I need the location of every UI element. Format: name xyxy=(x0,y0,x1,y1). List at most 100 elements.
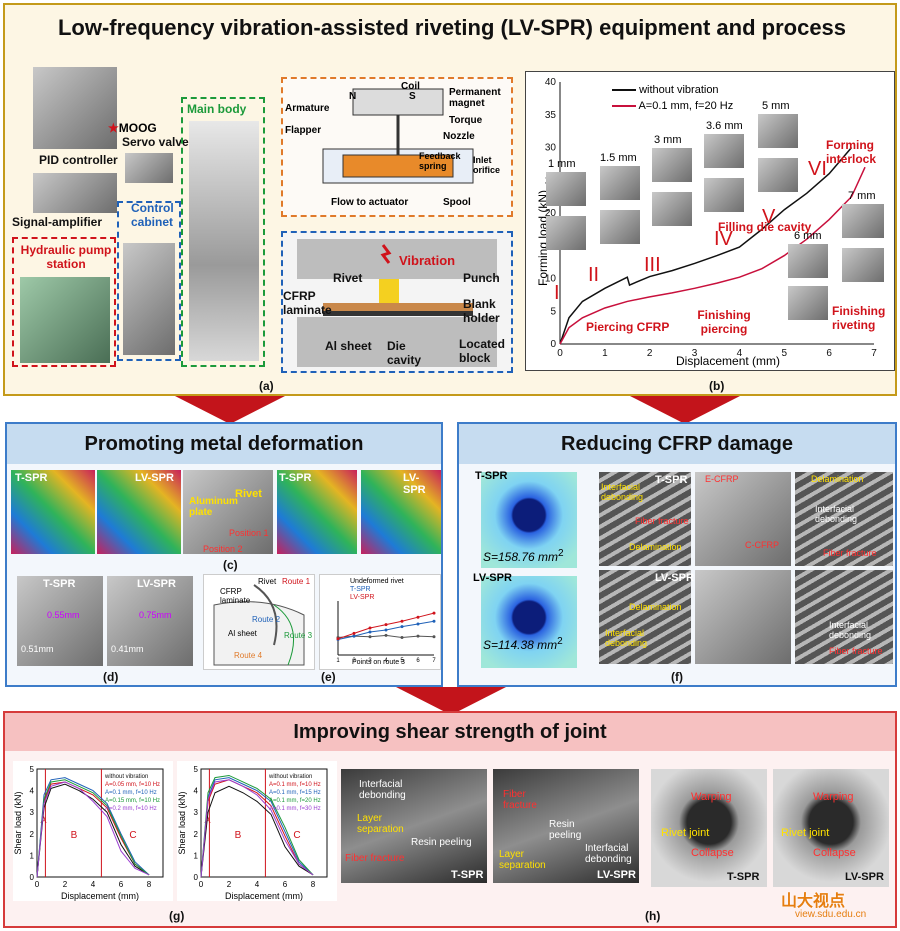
caption-a: (a) xyxy=(259,379,274,393)
section-lvspr-right xyxy=(795,570,893,664)
x-tick-label: 5 xyxy=(782,348,788,359)
sem2-label-5: LV-SPR xyxy=(597,869,636,881)
label-f-9: Delamination xyxy=(629,602,682,612)
label-spool: Spool xyxy=(443,197,471,208)
x-tick-label: 5 xyxy=(400,658,404,664)
inset-e1 xyxy=(758,114,798,148)
x-tick-label: 1 xyxy=(602,348,608,359)
section-tspr-left xyxy=(599,472,691,566)
inset-a1 xyxy=(546,172,586,206)
xlabel-hardness: Points on route 3 xyxy=(352,659,405,666)
photo-joint-lvspr xyxy=(773,769,889,887)
sem1-label-3: Resin peeling xyxy=(411,837,472,848)
inset-g2 xyxy=(842,248,884,282)
data-point xyxy=(384,628,388,632)
caption-e: (e) xyxy=(321,670,336,684)
label-route-2: Route 2 xyxy=(252,615,281,624)
inset-f1 xyxy=(788,244,828,278)
y-tick-label: 35 xyxy=(545,110,557,121)
inset-e2 xyxy=(758,158,798,192)
x-tick-label: 0 xyxy=(557,348,563,359)
x-tick-label: 1 xyxy=(336,658,340,664)
annotation-finishing-riveting: Finishing riveting xyxy=(832,304,886,332)
sem2-label-2: Resin peeling xyxy=(549,819,582,841)
annotation-piercing-cfrp: Piercing CFRP xyxy=(586,320,670,334)
label-route-3: Route 3 xyxy=(284,631,313,640)
y-tick-label: 0 xyxy=(30,873,35,882)
caption-g: (g) xyxy=(169,909,185,923)
inset-f2 xyxy=(788,286,828,320)
data-point xyxy=(416,622,420,626)
section-tspr-right xyxy=(795,472,893,566)
photo1-label-4: T-SPR xyxy=(727,871,760,883)
series-line-1 xyxy=(559,147,853,345)
label-tspr-c2: T-SPR xyxy=(279,472,312,484)
caption-c: (c) xyxy=(223,558,238,572)
panel-title-metal: Promoting metal deformation xyxy=(7,424,441,464)
panel-title-shear: Improving shear strength of joint xyxy=(5,713,895,751)
data-point xyxy=(368,630,372,634)
label-located-block: Located block xyxy=(459,337,506,365)
sem2-label-1: Fiber fracture xyxy=(503,789,537,811)
label-main-body: Main body xyxy=(187,102,247,116)
label-aluminum-plate: Aluminum plate xyxy=(189,496,238,518)
legend-entry: A=0.1 mm, f=15 Hz xyxy=(269,790,321,796)
label-inlet-orifice: Inlet orifice xyxy=(473,155,501,175)
region-label-b: B xyxy=(235,830,242,841)
label-blank-holder: Blank holder xyxy=(463,297,500,325)
photo2-label-4: LV-SPR xyxy=(845,871,884,883)
stage-3: III xyxy=(644,254,661,276)
y-tick-label: 2 xyxy=(194,830,199,839)
x-tick-label: 2 xyxy=(352,658,356,664)
section-lvspr-center xyxy=(695,570,791,664)
region-label-a: A xyxy=(41,815,47,825)
y-tick-label: 3 xyxy=(194,808,199,817)
tooling-drawing xyxy=(297,239,497,367)
x-tick-label: 6 xyxy=(283,880,288,889)
data-point xyxy=(352,631,356,635)
x-tick-label: 4 xyxy=(384,658,388,664)
data-point xyxy=(416,634,420,638)
arrow-down-right xyxy=(630,396,740,424)
x-tick-label: 6 xyxy=(119,880,124,889)
ebsd-lvspr-2 xyxy=(361,470,441,554)
data-point xyxy=(368,626,372,630)
label-armature: Armature xyxy=(285,103,330,114)
y-tick-label: 5 xyxy=(194,765,199,774)
thermal-tspr xyxy=(481,472,577,568)
region-label-b: B xyxy=(71,830,78,841)
label-f-4: C-CFRP xyxy=(745,540,779,550)
area-tspr: S=158.76 mm2 xyxy=(483,548,564,564)
stage-4: IV xyxy=(714,228,733,250)
series-line-2 xyxy=(559,166,866,345)
main-body-box: Main body xyxy=(181,97,265,367)
label-pid-controller: PID controller xyxy=(39,153,118,167)
x-tick-label: 8 xyxy=(147,880,152,889)
label-flapper: Flapper xyxy=(285,125,322,136)
stage-6: VI xyxy=(808,158,827,180)
series-line-5 xyxy=(200,779,314,878)
inset-depth-6: 6 mm xyxy=(794,230,822,242)
equipment-process-panel: Low-frequency vibration-assisted rivetin… xyxy=(3,3,897,396)
series-line-5 xyxy=(36,781,150,878)
data-point xyxy=(416,615,420,619)
x-axis-label: Displacement (mm) xyxy=(61,891,139,901)
annotation-finishing-piercing: Finishing piercing xyxy=(697,308,751,336)
photo-pump xyxy=(20,277,110,363)
x-tick-label: 3 xyxy=(692,348,698,359)
moog-label: ★MOOG xyxy=(108,121,157,135)
label-coil: Coil xyxy=(401,81,420,92)
label-route-4: Route 4 xyxy=(234,651,263,660)
y-tick-label: 1 xyxy=(30,851,35,860)
label-f-10: Interfacial debonding xyxy=(605,628,648,648)
photo-rivet-position xyxy=(183,470,273,554)
control-cabinet-box xyxy=(117,201,181,361)
x-tick-label: 6 xyxy=(826,348,832,359)
series-line-2 xyxy=(200,779,314,878)
label-servo-valve: Servo valve xyxy=(122,135,189,149)
region-label-c: C xyxy=(293,830,300,841)
series-line-3 xyxy=(200,777,314,878)
label-tspr-d: T-SPR xyxy=(43,578,76,590)
